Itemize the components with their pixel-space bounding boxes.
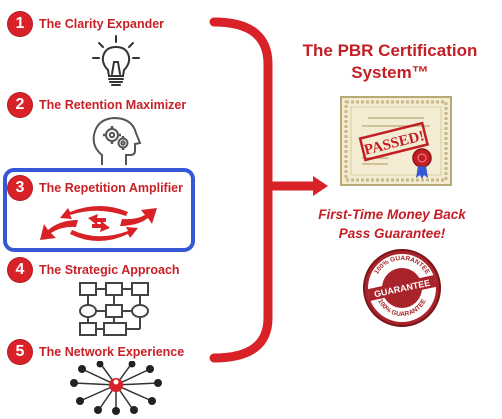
light-bulb-icon (92, 35, 140, 86)
guarantee-seal: 100% GUARANTEE 100% GUARANTEE GUARANTEE (363, 249, 441, 327)
step-label: The Network Experience (39, 345, 185, 359)
step-label: The Retention Maximizer (39, 98, 187, 112)
guarantee-line-1: First-Time Money Back (318, 207, 466, 222)
highlight-box (3, 168, 195, 252)
page-title: The PBR Certification System™ (278, 40, 502, 84)
flowchart-icon (79, 282, 149, 336)
step-number: 2 (8, 93, 32, 117)
step-label: The Repetition Amplifier (39, 181, 183, 195)
step-2: 2 The Retention Maximizer (8, 93, 186, 117)
step-5: 5 The Network Experience (8, 340, 184, 364)
step-4: 4 The Strategic Approach (8, 258, 180, 282)
head-gears-icon (92, 116, 142, 165)
step-number: 4 (8, 258, 32, 282)
step-number: 1 (8, 12, 32, 36)
circular-arrows-icon (40, 206, 157, 241)
step-number: 3 (8, 176, 32, 200)
step-3: 3 The Repetition Amplifier (8, 176, 183, 200)
title-line-2: System™ (351, 63, 429, 82)
certificate: PASSED! (340, 96, 452, 186)
step-number: 5 (8, 340, 32, 364)
guarantee-text: First-Time Money Back Pass Guarantee! (286, 205, 498, 243)
title-line-1: The PBR Certification (302, 41, 478, 60)
guarantee-line-2: Pass Guarantee! (338, 226, 446, 241)
step-label: The Clarity Expander (39, 17, 165, 31)
network-people-icon (70, 361, 162, 415)
step-label: The Strategic Approach (39, 263, 180, 277)
step-1: 1 The Clarity Expander (8, 12, 164, 36)
